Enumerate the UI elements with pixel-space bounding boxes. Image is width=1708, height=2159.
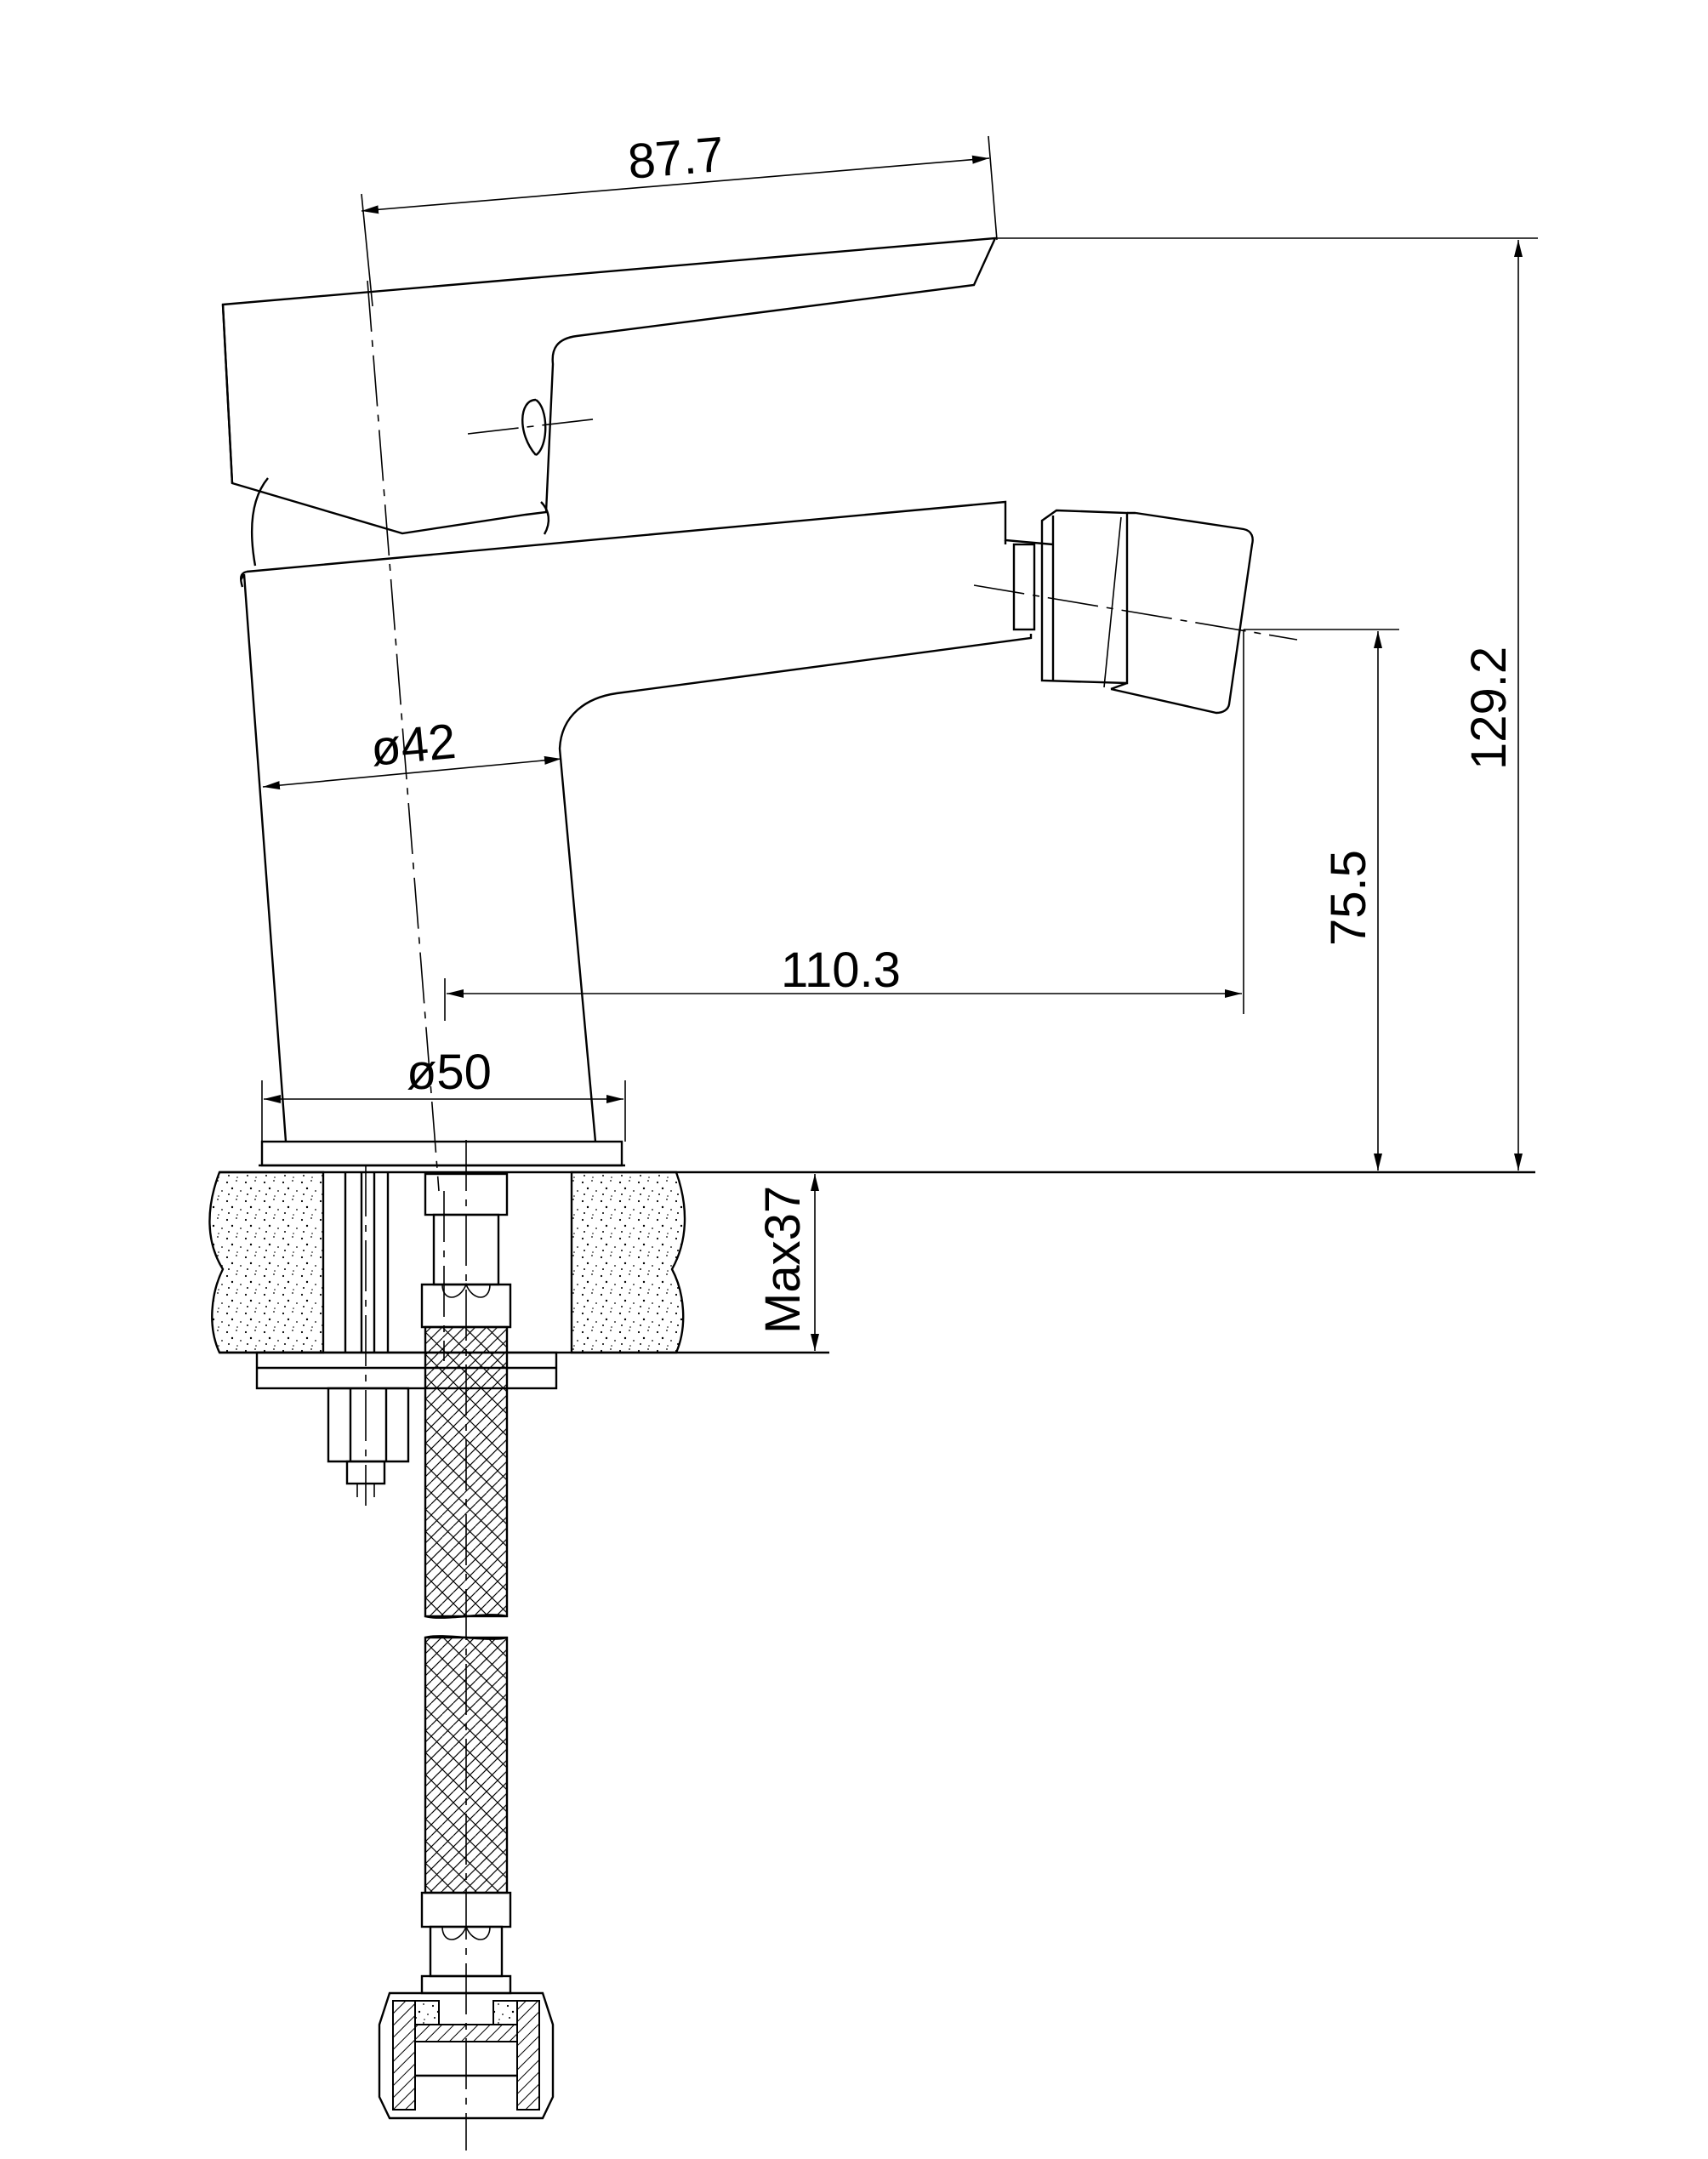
faucet-body bbox=[239, 477, 625, 1167]
bidet-nozzle bbox=[1040, 509, 1254, 715]
supply-hose bbox=[378, 1172, 555, 2120]
countertop-section bbox=[208, 1171, 1535, 1354]
dim-total-height: 129.2 bbox=[1461, 647, 1517, 770]
dim-handle-length: 87.7 bbox=[626, 127, 726, 190]
dim-spout-height: 75.5 bbox=[1321, 850, 1376, 946]
dim-spout-reach: 110.3 bbox=[781, 943, 901, 998]
spout bbox=[239, 500, 1054, 749]
dim-max-counter-thickness: Max37 bbox=[755, 1186, 811, 1334]
dimension-lines bbox=[261, 135, 1538, 1351]
lever-handle bbox=[221, 236, 997, 535]
mounting-hardware bbox=[255, 1351, 558, 1497]
dimension-labels: 87.7 129.2 ø42 110.3 75.5 ø50 Max37 bbox=[368, 127, 1517, 1334]
dim-body-diameter: ø42 bbox=[368, 714, 458, 777]
dim-base-diameter: ø50 bbox=[407, 1045, 492, 1100]
